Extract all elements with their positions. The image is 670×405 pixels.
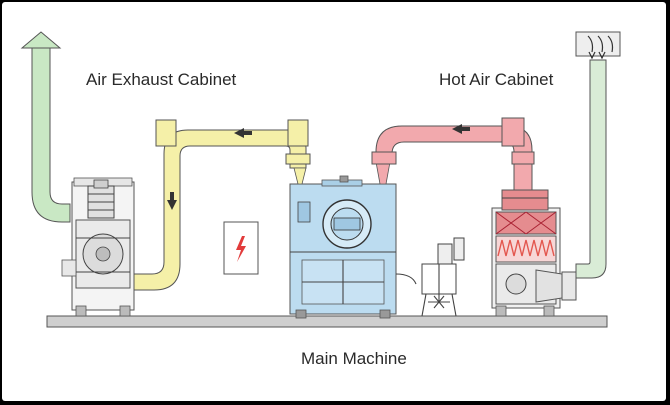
hot-air-duct bbox=[371, 117, 535, 191]
air-intake-icon bbox=[575, 31, 621, 57]
air-exhaust-cabinet bbox=[61, 177, 135, 317]
up-arrow-icon bbox=[20, 31, 62, 49]
label-air-exhaust-cabinet: Air Exhaust Cabinet bbox=[86, 70, 237, 89]
hot-air-cabinet bbox=[491, 189, 577, 317]
down-arrow-icon bbox=[167, 192, 177, 210]
diagram-canvas: Air Exhaust Cabinet Hot Air Cabinet Main… bbox=[2, 2, 666, 401]
equipment-diagram: Air Exhaust Cabinet Hot Air Cabinet Main… bbox=[20, 31, 621, 368]
left-arrow-icon bbox=[234, 128, 252, 138]
spray-tank bbox=[395, 237, 465, 317]
label-hot-air-cabinet: Hot Air Cabinet bbox=[439, 70, 554, 89]
left-arrow-icon bbox=[452, 124, 470, 134]
return-duct bbox=[133, 119, 311, 291]
electric-hazard-icon bbox=[236, 236, 246, 262]
exhaust-stack bbox=[20, 31, 71, 223]
intake-stack bbox=[575, 31, 621, 279]
base-rail bbox=[46, 315, 608, 328]
electric-cabinet bbox=[223, 221, 259, 275]
label-main-machine: Main Machine bbox=[301, 349, 407, 368]
main-machine bbox=[289, 161, 397, 319]
